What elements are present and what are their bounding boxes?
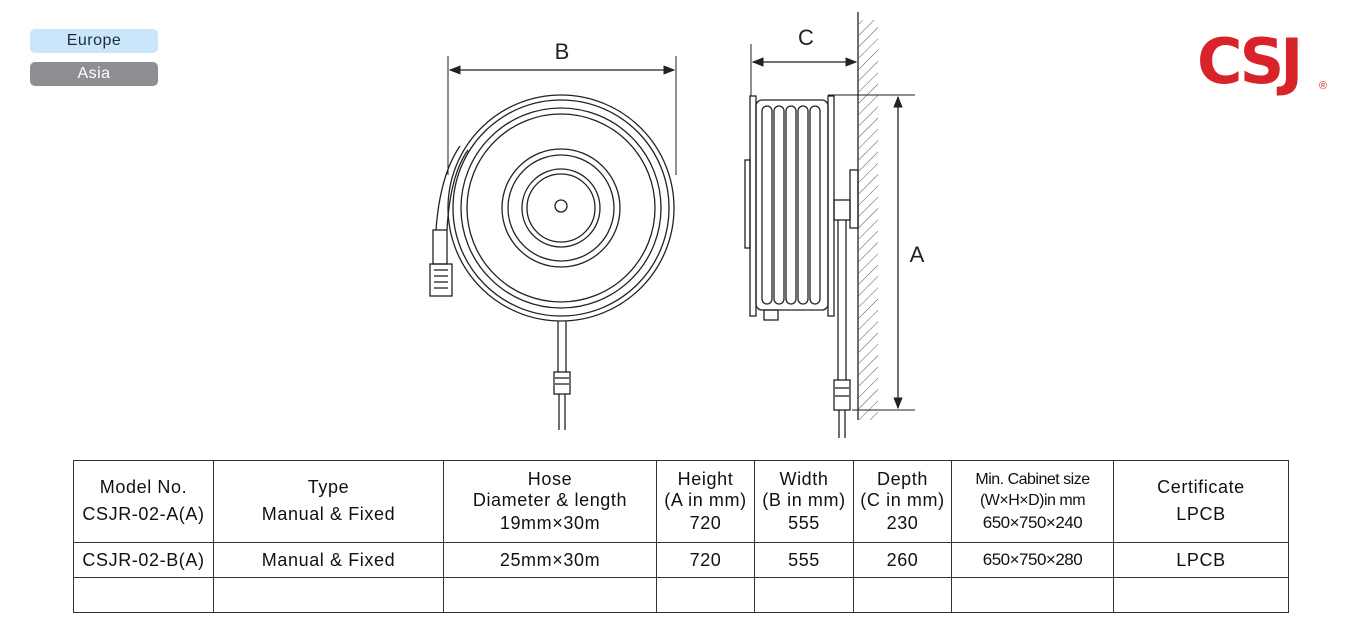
cell-cabinet: 650×750×240 [982,512,1083,532]
header-type-label: Type [307,477,350,497]
cell-type: Manual & Fixed [213,542,444,578]
empty-cell [213,577,444,613]
cell-depth: 230 [886,512,919,533]
brand-logo[interactable]: CSJ ® [1197,26,1337,98]
front-view [429,56,677,430]
tab-asia[interactable]: Asia [30,62,158,86]
dimension-a-label: A [910,242,925,267]
table-row: CSJR-02-B(A) Manual & Fixed 25mm×30m 720… [73,542,1289,578]
spec-table: Model No. CSJR-02-A(A) Type Manual & Fix… [73,460,1289,613]
header-certificate-label: Certificate [1157,477,1245,497]
header-model-label: Model No. [99,477,188,497]
header-width-line2: (B in mm) [762,489,846,510]
region-tabs: Europe Asia [30,29,158,95]
hose-reel-drawing: B C A [429,12,925,438]
empty-cell [656,577,755,613]
empty-cell [754,577,854,613]
header-width: Width (B in mm) 555 [754,460,854,543]
empty-cell [853,577,952,613]
cell-hose: 25mm×30m [443,542,657,578]
cell-height: 720 [656,542,755,578]
side-view [744,12,915,438]
empty-cell [73,577,214,613]
header-cabinet-line1: Min. Cabinet size [975,470,1090,488]
cell-cabinet: 650×750×280 [951,542,1114,578]
header-hose-line2: Diameter & length [472,489,628,510]
header-height-line2: (A in mm) [664,489,747,510]
cell-hose: 19mm×30m [499,512,601,533]
header-cabinet: Min. Cabinet size (W×H×D)in mm 650×750×2… [951,460,1114,543]
empty-cell [443,577,657,613]
header-certificate: Certificate LPCB [1113,460,1289,543]
logo-text: CSJ [1197,25,1303,98]
header-height-line1: Height [677,468,734,489]
cell-width: 555 [788,512,820,533]
table-row-empty [73,577,1289,613]
registered-mark: ® [1319,80,1328,92]
empty-cell [1113,577,1289,613]
header-model: Model No. CSJR-02-A(A) [73,460,214,543]
header-width-line1: Width [779,468,829,489]
header-cabinet-line2: (W×H×D)in mm [979,491,1086,509]
cell-model: CSJR-02-A(A) [82,504,205,524]
dimension-b-label: B [555,39,570,64]
cell-width: 555 [754,542,854,578]
cell-certificate: LPCB [1176,504,1226,524]
dimension-c-label: C [798,25,814,50]
tab-europe[interactable]: Europe [30,29,158,53]
table-header-row: Model No. CSJR-02-A(A) Type Manual & Fix… [73,460,1289,543]
header-type: Type Manual & Fixed [213,460,444,543]
header-hose-line1: Hose [527,468,573,489]
cell-height: 720 [689,512,722,533]
cell-type: Manual & Fixed [261,504,396,524]
header-depth-line1: Depth [876,468,929,489]
cell-model: CSJR-02-B(A) [73,542,214,578]
header-depth-line2: (C in mm) [860,489,945,510]
header-height: Height (A in mm) 720 [656,460,755,543]
cell-certificate: LPCB [1113,542,1289,578]
header-depth: Depth (C in mm) 230 [853,460,952,543]
empty-cell [951,577,1114,613]
header-hose: Hose Diameter & length 19mm×30m [443,460,657,543]
cell-depth: 260 [853,542,952,578]
